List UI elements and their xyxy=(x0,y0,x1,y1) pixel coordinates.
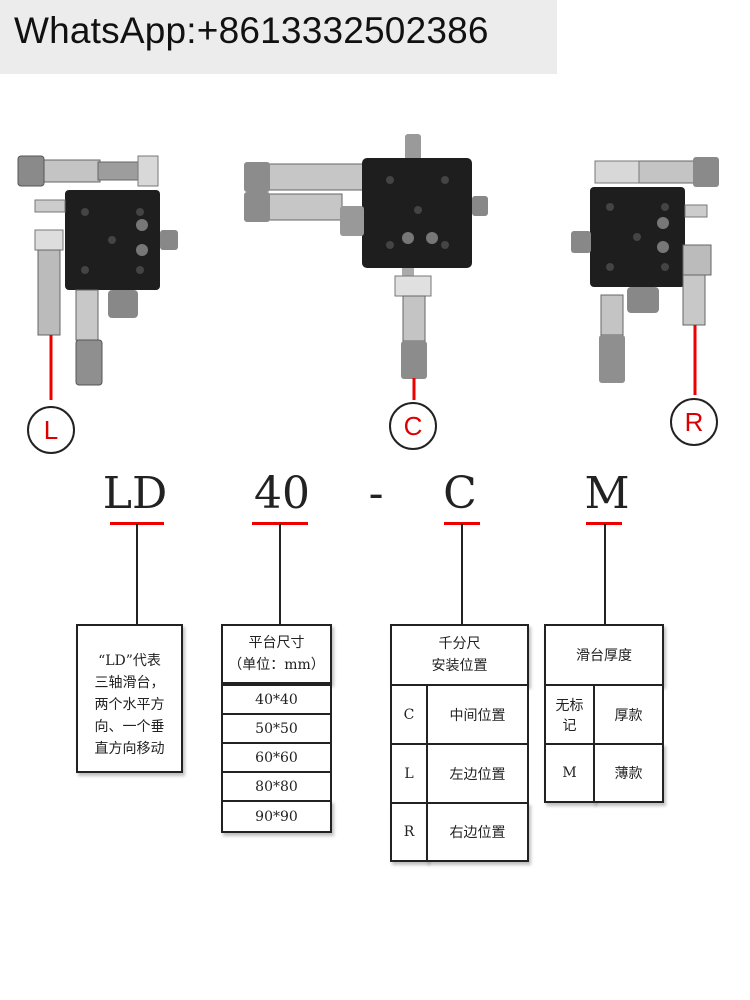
underline-size xyxy=(252,522,308,525)
thickness-code-cell: M xyxy=(544,743,595,803)
connector-micrometer xyxy=(461,524,463,624)
code-micrometer: C xyxy=(443,468,477,519)
label-left-circle: L xyxy=(27,406,75,454)
micrometer-title-line: 安装位置 xyxy=(431,658,488,674)
micrometer-code-cell: R xyxy=(390,802,428,862)
series-desc-line: “LD”代表 xyxy=(98,653,161,669)
micrometer-code-cell: C xyxy=(390,684,428,745)
size-option-row: 90*90 xyxy=(221,800,332,833)
underline-thickness xyxy=(586,522,622,525)
stage-right-image xyxy=(571,157,719,395)
micrometer-title-line: 千分尺 xyxy=(438,636,481,652)
size-table-header: 平台尺寸 （单位：mm） xyxy=(221,624,332,684)
micrometer-code-cell: L xyxy=(390,743,428,804)
series-desc-line: 直方向移动 xyxy=(94,741,165,757)
size-title-line: 平台尺寸 xyxy=(248,635,305,651)
code-dash: - xyxy=(368,468,384,519)
underline-series xyxy=(110,522,164,525)
label-center-circle: C xyxy=(389,402,437,450)
thickness-desc-cell: 厚款 xyxy=(593,684,664,745)
size-option-row: 60*60 xyxy=(221,742,332,773)
micrometer-desc-cell: 中间位置 xyxy=(426,684,529,745)
micrometer-desc-cell: 左边位置 xyxy=(426,743,529,804)
underline-micrometer xyxy=(444,522,480,525)
micrometer-table-header: 千分尺 安装位置 xyxy=(390,624,529,686)
series-desc-line: 两个水平方 xyxy=(94,697,165,713)
stage-left-image xyxy=(17,155,178,400)
size-option-row: 80*80 xyxy=(221,771,332,802)
code-size: 40 xyxy=(254,468,310,519)
size-title-line: （单位：mm） xyxy=(228,657,325,673)
connector-size xyxy=(279,524,281,624)
series-description-box: “LD”代表 三轴滑台， 两个水平方 向、一个垂 直方向移动 xyxy=(76,624,183,773)
thickness-code-cell: 无标记 xyxy=(544,684,595,745)
label-center-text: C xyxy=(403,410,423,441)
size-option-row: 50*50 xyxy=(221,713,332,744)
series-desc-line: 向、一个垂 xyxy=(94,719,165,735)
whatsapp-text: WhatsApp:+8613332502386 xyxy=(14,10,489,51)
size-option-row: 40*40 xyxy=(221,684,332,715)
stage-center-image xyxy=(244,134,488,400)
code-thickness: M xyxy=(584,468,630,519)
series-desc-line: 三轴滑台， xyxy=(94,675,165,691)
whatsapp-banner: WhatsApp:+8613332502386 xyxy=(0,0,557,74)
micrometer-desc-cell: 右边位置 xyxy=(426,802,529,862)
code-series: LD xyxy=(102,468,168,519)
label-left-text: L xyxy=(43,414,59,445)
connector-thickness xyxy=(604,524,606,624)
label-right-text: R xyxy=(684,406,704,437)
thickness-desc-cell: 薄款 xyxy=(593,743,664,803)
thickness-table-header: 滑台厚度 xyxy=(544,624,664,686)
connector-series xyxy=(136,524,138,624)
label-right-circle: R xyxy=(670,398,718,446)
